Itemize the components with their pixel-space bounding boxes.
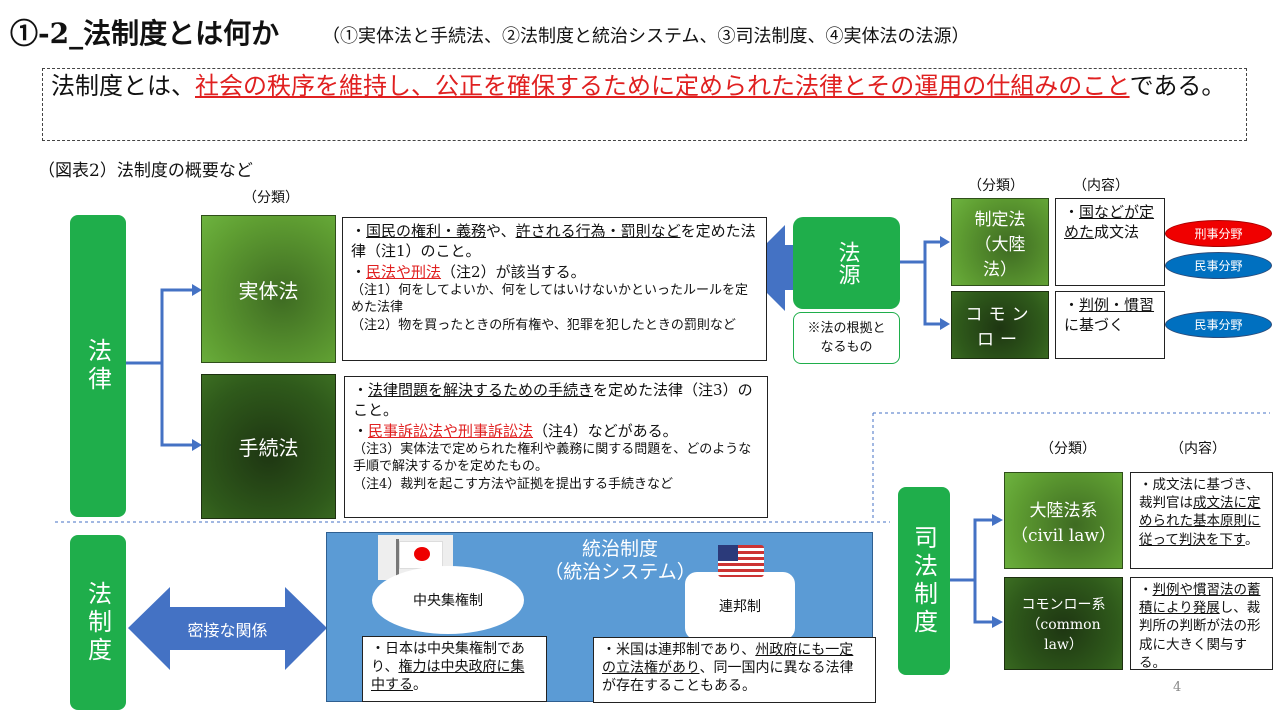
- figure-caption: （図表2）法制度の概要など: [38, 161, 253, 181]
- text: 。: [413, 677, 427, 694]
- text: ・日本は中央集権制であり、: [371, 641, 525, 676]
- centralized-system: 中央集権制: [372, 566, 524, 634]
- substantive-law-description: ・国民の権利・義務や、許される行為・罰則などを定めた法律（注1）のこと。 ・民法…: [342, 217, 767, 361]
- us-note: ・米国は連邦制であり、州政府にも一定の立法権があり、同一国内に異なる法律が存在す…: [593, 637, 876, 703]
- title: 統治制度: [581, 538, 658, 560]
- japan-note: ・日本は中央集権制であり、権力は中央政府に集中する。: [362, 636, 547, 702]
- label-naiyou: （内容）: [1170, 441, 1226, 457]
- civil-law-content: ・成文法に基づき、裁判官は成文法に定められた基本原則に従って判決を下す。: [1130, 472, 1273, 569]
- substantive-law-box: 実体法: [201, 215, 336, 363]
- text: 権力は中央政府に集中する: [371, 659, 525, 694]
- text: 判例・慣習: [1079, 296, 1155, 314]
- note: （注4）裁判を起こす方法や証拠を提出する手続きなど: [353, 476, 674, 492]
- judicial-system-root: 司法制度: [898, 487, 950, 675]
- page-number: 4: [1173, 680, 1182, 695]
- civil-tag: 民事分野: [1165, 311, 1272, 338]
- procedural-law-box: 手続法: [201, 374, 336, 519]
- criminal-tag: 刑事分野: [1165, 220, 1272, 247]
- law-source-note: ※法の根拠となるもの: [793, 312, 900, 364]
- text: 民法や刑法: [366, 262, 442, 281]
- text: 成文法に定められた基本原則に従って判決を下す: [1139, 495, 1261, 548]
- us-flag-icon: [718, 545, 764, 577]
- law-root: 法律: [70, 215, 126, 517]
- slide-title: ①-2_法制度とは何か: [10, 17, 280, 50]
- statute-content: ・国などが定めた成文法: [1055, 198, 1165, 286]
- text: 国などが定めた: [1064, 203, 1155, 242]
- law-source-box: 法源: [793, 217, 900, 309]
- civil-tag: 民事分野: [1165, 252, 1272, 279]
- text: を定めた法律（注1）のこと。: [351, 222, 756, 261]
- governance-title: 統治制度（統治システム）: [520, 538, 720, 584]
- left-arrow: [742, 225, 797, 311]
- note: （注3）実体法で定められた権利や義務に関する問題を、どのような手順で解決するかを…: [353, 441, 752, 475]
- label-bunrui: （分類）: [968, 178, 1024, 194]
- text: を定めた法律（注3）のこと。: [353, 381, 753, 420]
- text: 。: [1244, 531, 1259, 548]
- text: に基づく: [1064, 316, 1125, 335]
- definition-box: 法制度とは、社会の秩序を維持し、公正を確保するために定められた法律とその運用の仕…: [42, 68, 1247, 141]
- legal-system-root: 法制度: [70, 535, 126, 710]
- common-law-box: コモンロー: [951, 291, 1049, 359]
- text: 州政府にも一定の立法権があり: [602, 642, 854, 677]
- relation-label: 密接な関係: [187, 621, 268, 640]
- common-law-content: ・判例や慣習法の蓄積により発展し、裁判所の判断が法の形成に大きく関与する。: [1130, 577, 1273, 671]
- double-arrow: [128, 587, 327, 670]
- text: 法律問題を解決するための手続き: [368, 381, 594, 399]
- label-bunrui: （分類）: [1040, 441, 1096, 457]
- text: 民事訴訟法や刑事訴訟法: [368, 421, 534, 440]
- text: （注2）が該当する。: [441, 262, 586, 281]
- text: 国民の権利・義務: [366, 222, 487, 240]
- definition-suffix: である。: [1129, 72, 1226, 100]
- federal-system: 連邦制: [685, 572, 795, 640]
- text: 許される行為・罰則など: [515, 222, 681, 240]
- slide-subtitle: （①実体法と手続法、②法制度と統治システム、③司法制度、④実体法の法源）: [322, 26, 970, 47]
- procedural-law-description: ・法律問題を解決するための手続きを定めた法律（注3）のこと。 ・民事訴訟法や刑事…: [344, 376, 768, 518]
- definition-prefix: 法制度とは、: [51, 72, 195, 100]
- label-bunrui: （分類）: [243, 190, 299, 206]
- text: 成文法: [1094, 223, 1140, 242]
- text: や、: [486, 222, 516, 240]
- label-naiyou: （内容）: [1073, 178, 1129, 194]
- subtitle: （統治システム）: [544, 560, 696, 583]
- note: （注2）物を買ったときの所有権や、犯罪を犯したときの罰則など: [351, 317, 736, 333]
- note: （注1）何をしてよいか、何をしてはいけないかといったルールを定めた法律: [351, 282, 748, 316]
- definition-highlight: 社会の秩序を維持し、公正を確保するために定められた法律とその運用の仕組みのこと: [195, 72, 1130, 100]
- text: ・米国は連邦制であり、: [602, 642, 756, 658]
- statute-law-box: 制定法（大陸法）: [951, 198, 1049, 286]
- common-content: ・判例・慣習に基づく: [1055, 291, 1165, 359]
- text: （注4）などがある。: [533, 421, 678, 440]
- text: し、裁判所の判断が法の形成に大きく関与する。: [1139, 600, 1261, 671]
- civil-law-system-box: 大陸法系（civil law）: [1004, 472, 1123, 569]
- text: 、同一国内に異なる法律が存在することもある。: [602, 660, 854, 695]
- common-law-system-box: コモンロー系（common law）: [1004, 577, 1123, 670]
- text: ・成文法に基づき、裁判官は: [1139, 477, 1260, 512]
- text: 判例や慣習法の蓄積により発展: [1139, 582, 1261, 617]
